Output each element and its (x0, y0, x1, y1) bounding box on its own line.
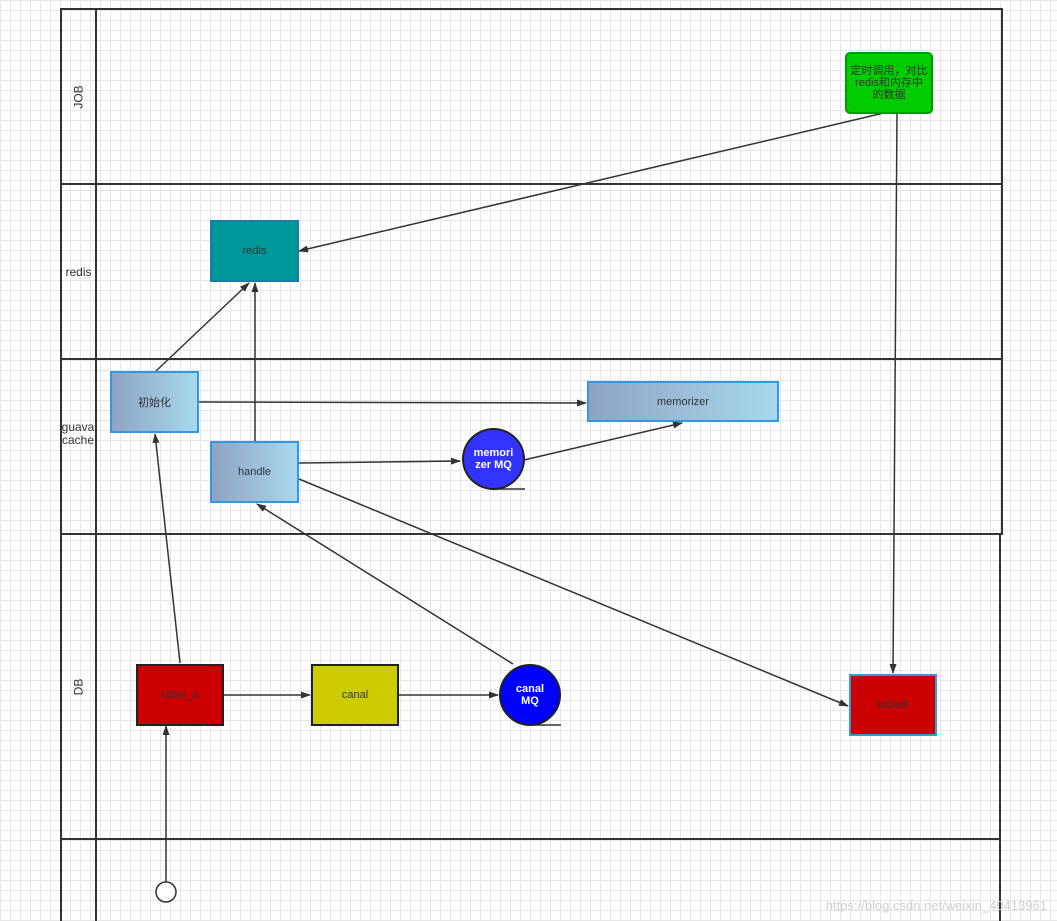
job-task-node[interactable]: 定时调用，对比redis和内存中的数据 (845, 52, 933, 114)
start-node[interactable] (155, 881, 177, 903)
lane-bottom-frame (60, 838, 1001, 921)
lane-label-redis: redis (61, 184, 96, 359)
lane-label-job: JOB (61, 9, 96, 184)
lane-label-db-text: DB (71, 678, 86, 695)
table-b-node[interactable]: tableB (849, 674, 937, 736)
table-a-label: table_a (161, 689, 199, 701)
edge-memorizermq-to-memorizer (523, 421, 683, 461)
memorizer-mq-node[interactable]: memori zer MQ (462, 428, 525, 490)
redis-node-label: redis (242, 245, 267, 257)
lane-guava-frame (60, 358, 1003, 535)
edge-init-to-memorizer (198, 399, 587, 407)
canal-mq-label: canal MQ (515, 683, 545, 707)
edge-job-to-redis (298, 111, 889, 253)
memorizer-node-label: memorizer (657, 395, 709, 408)
memorizer-mq-label: memori zer MQ (473, 447, 514, 471)
lane-label-guava: guava cache (57, 359, 99, 509)
canal-node[interactable]: canal (311, 664, 399, 726)
edge-tablea-to-init (152, 433, 181, 664)
init-node[interactable]: 初始化 (110, 371, 199, 433)
memorizer-node[interactable]: memorizer (587, 381, 779, 422)
lane-label-guava-text: guava cache (61, 420, 95, 447)
redis-node[interactable]: redis (210, 220, 299, 282)
lane-label-job-text: JOB (71, 84, 86, 109)
table-b-label: tableB (877, 699, 909, 711)
lane-redis-frame (60, 183, 1003, 360)
edge-canalmq-to-handle (256, 503, 514, 665)
watermark-text: https://blog.csdn.net/weixin_40413961 (825, 898, 1047, 913)
edge-init-to-redis (155, 282, 250, 372)
edge-handle-to-memorizermq (298, 457, 461, 465)
lane-label-redis-text: redis (65, 264, 92, 279)
connectors (152, 111, 898, 882)
table-a-node[interactable]: table_a (136, 664, 224, 726)
job-task-label: 定时调用，对比redis和内存中的数据 (850, 65, 928, 101)
lane-label-db: DB (61, 534, 96, 839)
edge-job-to-tableb (889, 113, 898, 674)
init-node-label: 初始化 (138, 397, 171, 409)
handle-node-label: handle (237, 466, 272, 478)
edge-handle-to-tableb (298, 478, 849, 707)
handle-node[interactable]: handle (210, 441, 299, 503)
swimlanes (60, 8, 1003, 921)
canal-node-label: canal (341, 689, 369, 701)
canal-mq-node[interactable]: canal MQ (499, 664, 561, 726)
